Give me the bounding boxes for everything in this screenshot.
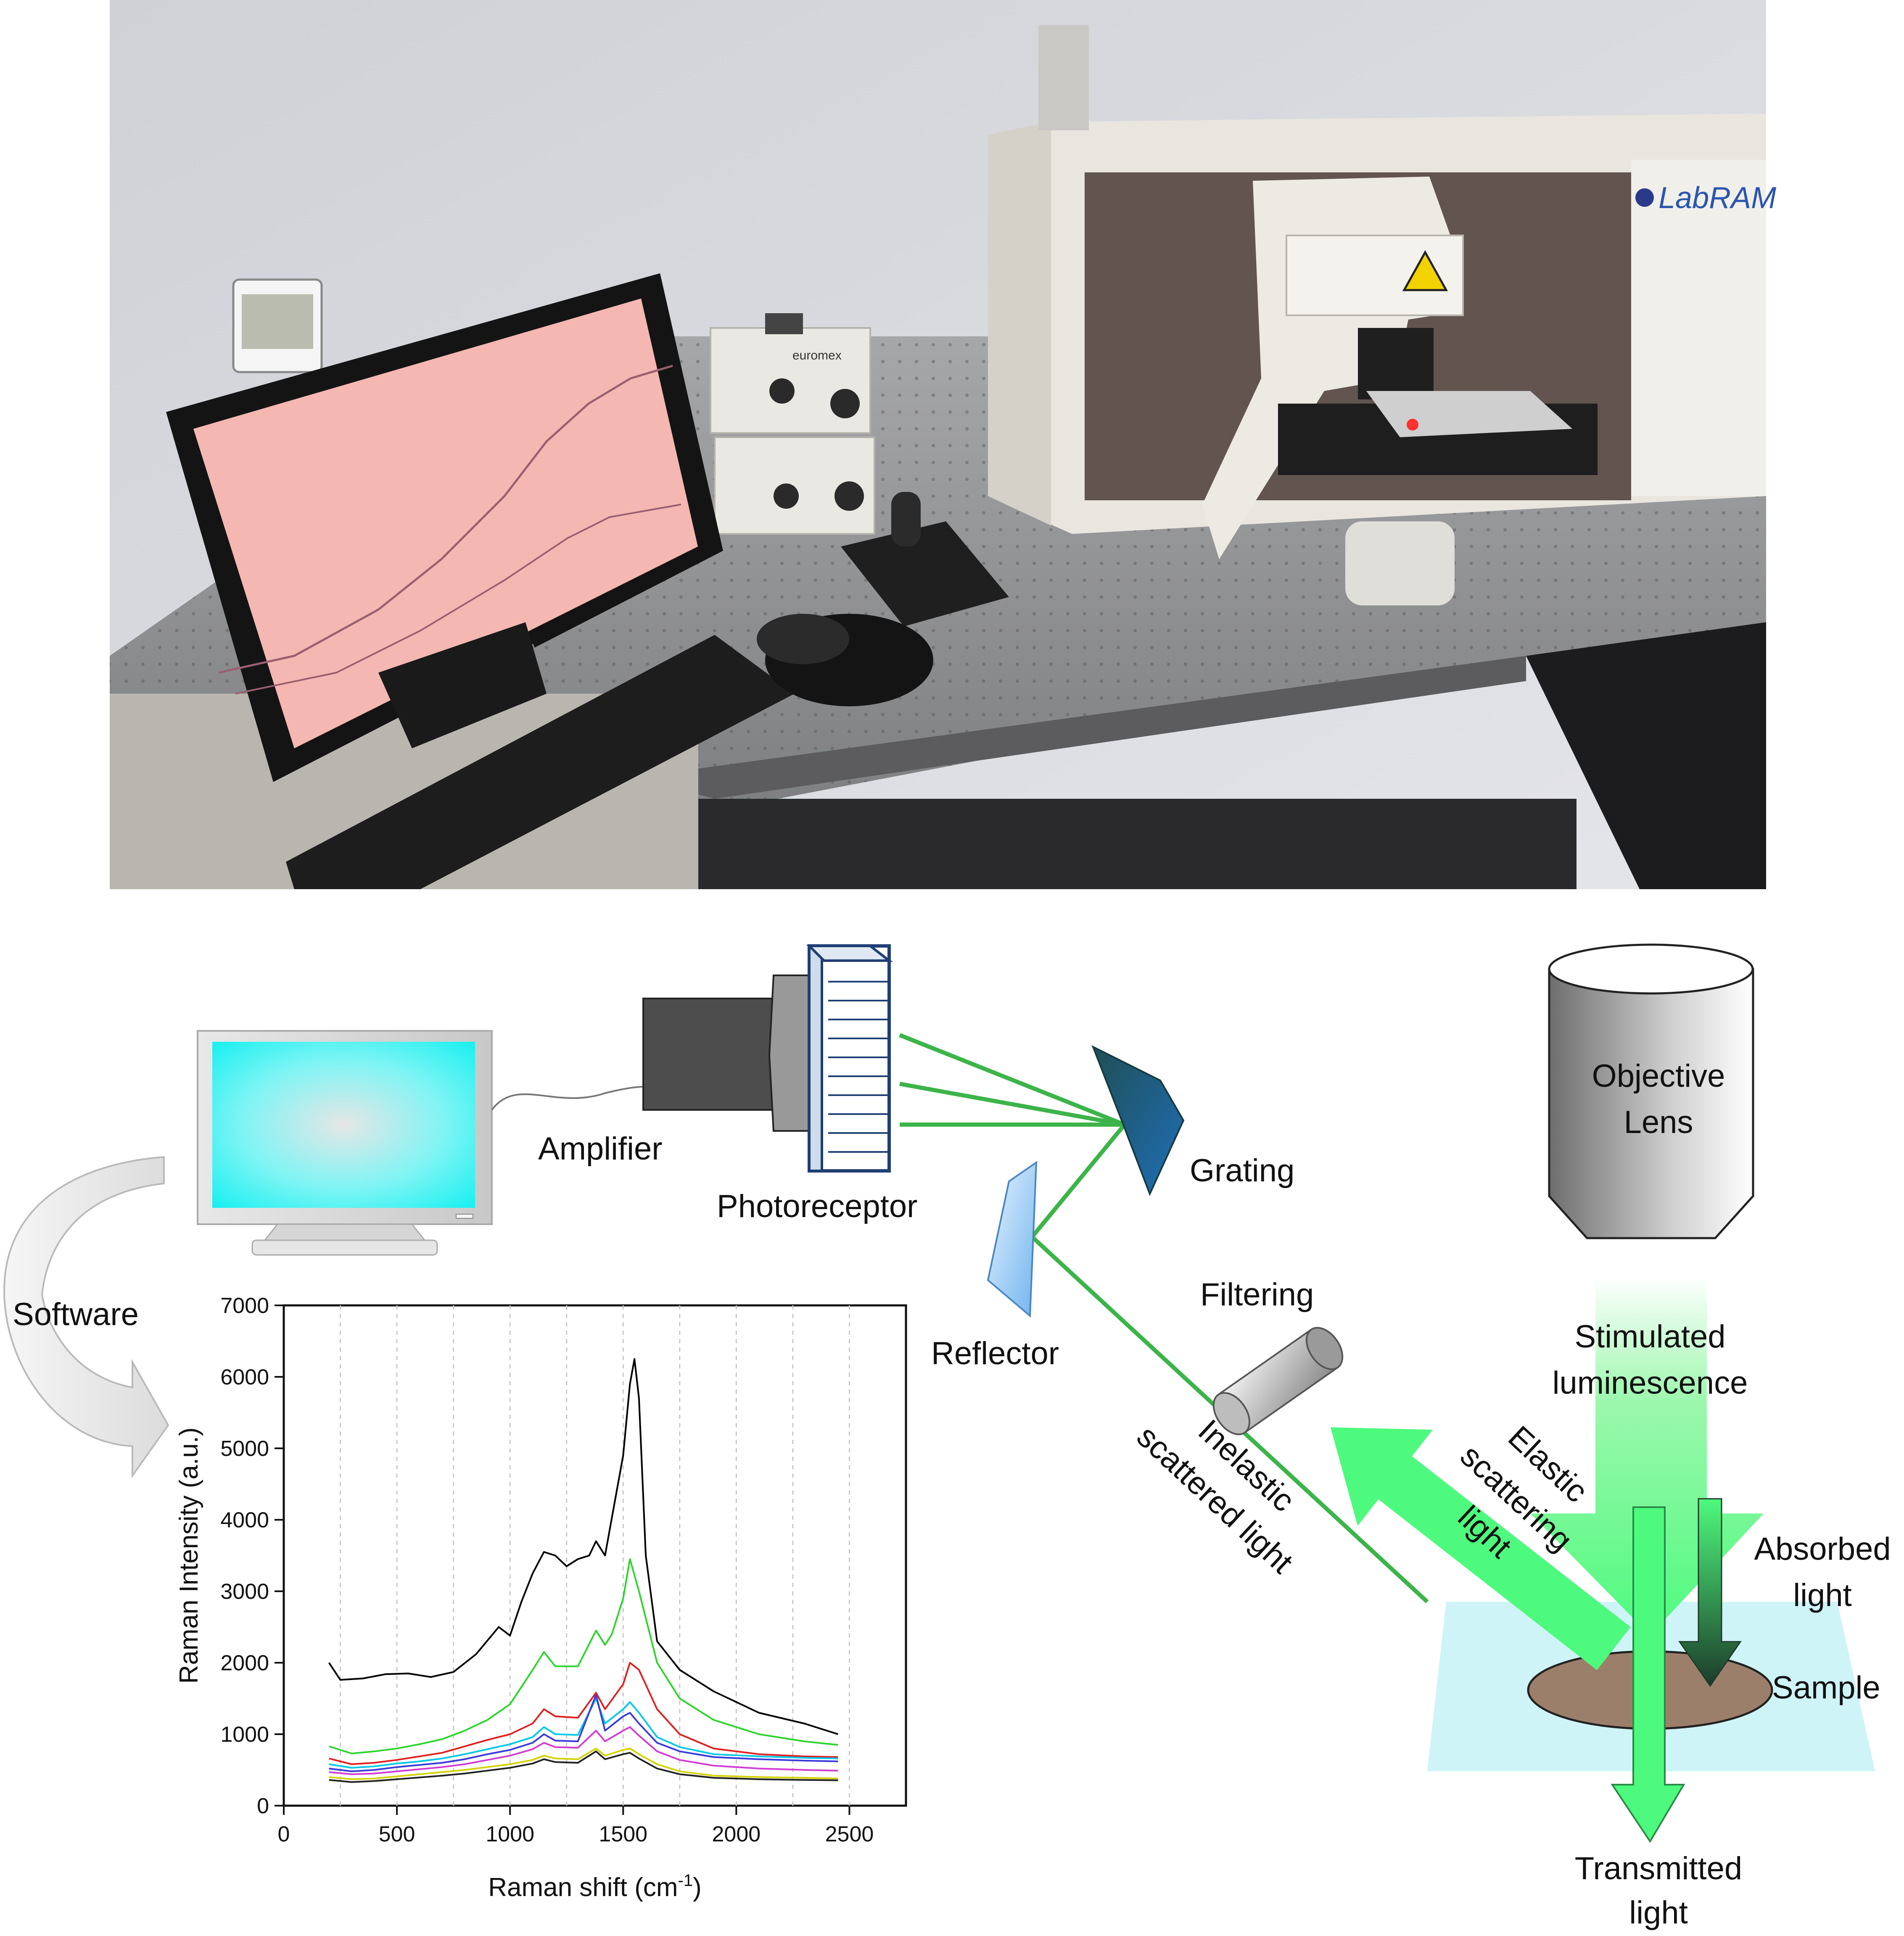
objective-label-line2: Lens (1624, 1104, 1693, 1140)
labram-brand-label: LabRAM (1658, 181, 1776, 215)
lab-photo: LabRAM euromex (110, 0, 1776, 889)
x-tick-label: 2500 (825, 1822, 874, 1846)
table-front-edge (631, 656, 1526, 799)
y-tick-label: 2000 (220, 1651, 269, 1675)
raman-schematic: Software Amplifier Photoreceptor (3, 943, 1891, 1931)
transmitted-label-line2: light (1629, 1895, 1687, 1931)
laser-warning-sign (1402, 250, 1448, 291)
spectrum-line-8 (329, 1750, 838, 1783)
computer-screen (212, 1042, 475, 1208)
software-label: Software (13, 1297, 139, 1332)
spectrum-line-6 (329, 1726, 838, 1775)
x-tick-label: 1000 (486, 1822, 534, 1846)
spectrum-line-2 (328, 1558, 838, 1754)
axis-ticks: 0 500 1000 1500 2000 2500 0 1000 2000 3000 4000 500… (220, 1294, 874, 1846)
objective-lens (1548, 943, 1754, 1239)
transmitted-light-arrow (1611, 1506, 1685, 1843)
y-axis-label: Raman Intensity (a.u.) (174, 1427, 203, 1684)
monitor-screen (193, 298, 698, 748)
amplifier-body (642, 998, 774, 1111)
sample-label: Sample (1772, 1670, 1880, 1706)
absorbed-light-arrow (1678, 1498, 1742, 1687)
x-tick-label: 1500 (599, 1822, 647, 1846)
absorbed-label-line2: light (1793, 1577, 1851, 1613)
x-tick-label: 2000 (712, 1822, 761, 1846)
software-arrow (3, 1156, 169, 1479)
spectrum-line-3 (329, 1662, 838, 1765)
spectra (328, 1358, 839, 1783)
light-source-units: euromex (710, 313, 875, 535)
x-axis-label: Raman shift (cm-1) (488, 1871, 702, 1902)
y-tick-label: 5000 (220, 1437, 269, 1461)
photoreceptor-cells (828, 981, 889, 1153)
desk-clock (232, 278, 323, 373)
euromex-label: euromex (792, 349, 842, 362)
elastic-scattering-arrow-shape (1331, 1427, 1631, 1670)
computer-icon (197, 1030, 493, 1256)
labram-instrument: LabRAM (988, 25, 1776, 605)
stimulated-label-line1: Stimulated (1574, 1319, 1725, 1355)
signal-cable (491, 1086, 644, 1111)
reflector (987, 1161, 1038, 1318)
stimulated-label-line2: luminescence (1553, 1365, 1748, 1401)
y-tick-label: 1000 (220, 1722, 269, 1747)
table-base (694, 799, 1577, 889)
plot-area (283, 1304, 907, 1807)
spectrum-line-1 (328, 1358, 839, 1735)
absorbed-label-line1: Absorbed (1754, 1531, 1891, 1567)
filtering-label: Filtering (1200, 1277, 1314, 1313)
keyboard (286, 635, 795, 889)
x-tick-label: 500 (379, 1822, 415, 1846)
y-tick-label: 3000 (220, 1579, 269, 1604)
spectrum-line-4 (329, 1698, 838, 1769)
dark-cabinet (1526, 622, 1766, 889)
filter (1212, 1327, 1344, 1435)
x-tick-label: 0 (278, 1822, 290, 1846)
grating (1091, 1045, 1185, 1196)
laser-spot (1407, 419, 1418, 431)
photoreceptor-label: Photoreceptor (717, 1189, 917, 1224)
amplifier-label: Amplifier (538, 1131, 663, 1167)
y-tick-label: 0 (257, 1794, 269, 1818)
mouse (757, 614, 849, 664)
stage-joystick (841, 492, 1009, 626)
objective-label-line1: Objective (1592, 1058, 1725, 1094)
photoreceptor-assembly (642, 944, 893, 1173)
reflector-label: Reflector (931, 1336, 1059, 1371)
spectrum-line-5 (329, 1694, 838, 1772)
y-tick-label: 7000 (220, 1294, 269, 1318)
y-tick-label: 4000 (220, 1508, 269, 1532)
grating-label: Grating (1190, 1153, 1294, 1189)
raman-spectrum-chart: 0 500 1000 1500 2000 2500 0 1000 2000 3000 4000 500… (174, 1294, 907, 1902)
y-tick-label: 6000 (220, 1365, 269, 1389)
computer-monitor: DELL (166, 273, 723, 782)
keyboard-and-mouse (286, 614, 933, 889)
spectrum-line-7 (329, 1748, 838, 1780)
transmitted-label-line1: Transmitted (1575, 1851, 1742, 1886)
